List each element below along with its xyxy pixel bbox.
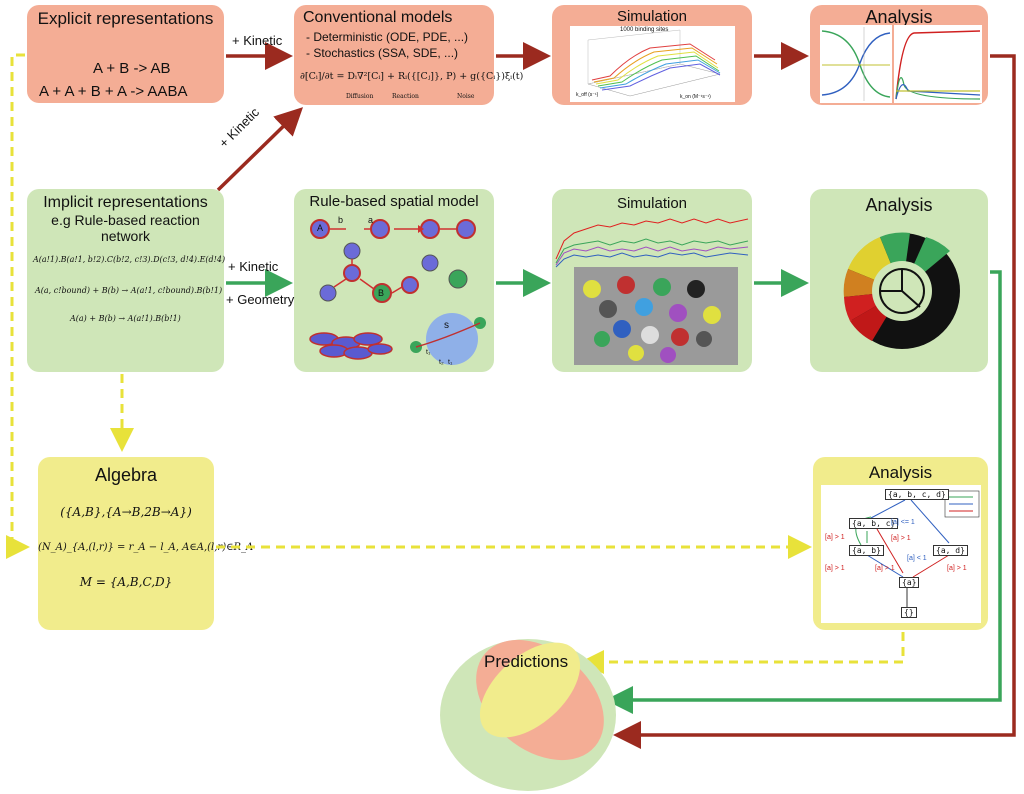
term-diffusion: Diffusion: [346, 93, 374, 100]
analysis-top-title: Analysis: [865, 7, 933, 27]
node-abcd: {a, b, c, d}: [885, 489, 949, 500]
term-reaction: Reaction: [392, 93, 419, 100]
algebra-reaction-system: ({A,B},{A→B,2B→A}): [60, 505, 192, 519]
simulation-top-title: Simulation: [616, 8, 688, 25]
implicit-representations-box: Implicit representations e.g Rule-based …: [27, 189, 226, 372]
node-a: {a}: [899, 577, 920, 588]
label-kinetic-top: + Kinetic: [232, 33, 283, 48]
arrow-explicit-to-algebra: [6, 53, 30, 559]
rule-complex: A(a!1).B(a!1, b!2).C(b!2, c!3).D(c!3, d!…: [33, 255, 226, 264]
simulation-mid-box: Simulation: [552, 189, 752, 372]
time-course-plot-1: [820, 25, 892, 103]
conventional-item-stochastics: - Stochastics (SSA, SDE, ...): [306, 46, 459, 60]
term-noise: Noise: [457, 93, 475, 100]
conventional-equation: ∂[Cᵢ]/∂t = Dᵢ∇²[Cᵢ] + Rᵢ({[Cⱼ]}, P) + g(…: [300, 71, 524, 82]
spatial-label-t2: t₂: [439, 359, 444, 366]
conventional-title: Conventional models: [303, 9, 453, 26]
label-kinetic-diagonal: + Kinetic: [216, 104, 263, 151]
rule-spatial-title: Rule-based spatial model: [309, 193, 479, 210]
node-empty: {}: [901, 607, 917, 618]
analysis-mid-box: Analysis: [810, 189, 988, 372]
surface-xlabel-koff: k_off (s⁻¹): [576, 92, 599, 98]
edge-label-5: [a] > 1: [825, 565, 845, 572]
spatial-label-a-small: a: [368, 215, 374, 225]
label-kinetic-mid: + Kinetic: [228, 259, 279, 274]
algebra-box: Algebra ({A,B},{A→B,2B→A}) (N_A)_{A,(l,r…: [38, 457, 254, 630]
spatial-label-a1: A: [317, 223, 324, 233]
spatial-model-illustration: [309, 219, 486, 365]
algebra-title: Algebra: [94, 465, 158, 485]
analysis-top-box: Analysis: [810, 5, 988, 105]
implicit-title: Implicit representations: [43, 194, 208, 211]
algebra-stoichiometry: (N_A)_{A,(l,r)} = r_A − l_A, A∈A,(l,r)∈R…: [38, 542, 254, 553]
edge-label-1: [a] <= 1: [891, 519, 915, 526]
node-ab: {a, b}: [849, 545, 884, 556]
spatial-label-b2: B: [378, 288, 385, 298]
label-geometry: + Geometry: [226, 292, 295, 307]
rule-bound-binding: A(a, c!bound) + B(b) → A(a!1, c!bound).B…: [35, 286, 223, 295]
analysis-bottom-box: Analysis {a, b, c, d} {a, b, c} {a, b} {…: [813, 457, 988, 630]
arrow-implicit-to-conventional: [216, 107, 304, 192]
implicit-subtitle: e.g Rule-based reaction network: [51, 212, 200, 244]
time-course-plot-2: [894, 25, 982, 103]
explicit-representations-box: Explicit representations A + B -> AB A +…: [27, 5, 224, 103]
radial-tree-plot: [843, 232, 960, 349]
simulation-top-box: Simulation 1000 binding sites k_off (s⁻¹…: [552, 5, 752, 105]
conventional-item-deterministic: - Deterministic (ODE, PDE, ...): [306, 30, 469, 44]
analysis-bottom-title: Analysis: [868, 463, 933, 482]
rule-based-spatial-model-box: Rule-based spatial model: [294, 189, 494, 372]
trajectory-plot: [555, 218, 749, 365]
surface-plot-title: 1000 binding sites: [620, 27, 669, 33]
node-ad: {a, d}: [933, 545, 968, 556]
algebra-species-set: M = {A,B,C,D}: [79, 575, 173, 589]
edge-label-7: [a] > 1: [947, 565, 967, 572]
spatial-label-b1: b: [338, 215, 344, 225]
lattice-diagram: {a, b, c, d} {a, b, c} {a, b} {a, d} {a}…: [821, 485, 981, 623]
edge-label-3: [a] > 1: [891, 535, 911, 542]
spatial-label-t1-b: t₁: [448, 359, 453, 366]
edge-label-2: [a] > 1: [825, 534, 845, 541]
arrow-analysis-bottom-to-predictions: [580, 632, 905, 674]
arrow-analysis-top-to-predictions: [613, 54, 1016, 749]
edge-label-4: [a] < 1: [907, 555, 927, 562]
predictions-title: Predictions: [484, 652, 569, 671]
conventional-models-box: Conventional models - Deterministic (ODE…: [294, 5, 523, 105]
explicit-title: Explicit representations: [37, 9, 214, 28]
rule-simple-binding: A(a) + B(b) → A(a!1).B(b!1): [70, 314, 181, 323]
reaction-aaba: A + A + B + A -> AABA: [39, 83, 188, 100]
reaction-ab: A + B -> AB: [93, 60, 171, 77]
surface-plot: 1000 binding sites k_off (s⁻¹) k_on (M⁻¹…: [570, 26, 735, 102]
edge-label-6: [a] > 1: [875, 565, 895, 572]
surface-xlabel-kon: k_on (M⁻¹s⁻¹): [680, 94, 711, 100]
spatial-label-s: s: [444, 320, 449, 331]
spatial-label-t1: t₁: [426, 349, 431, 356]
